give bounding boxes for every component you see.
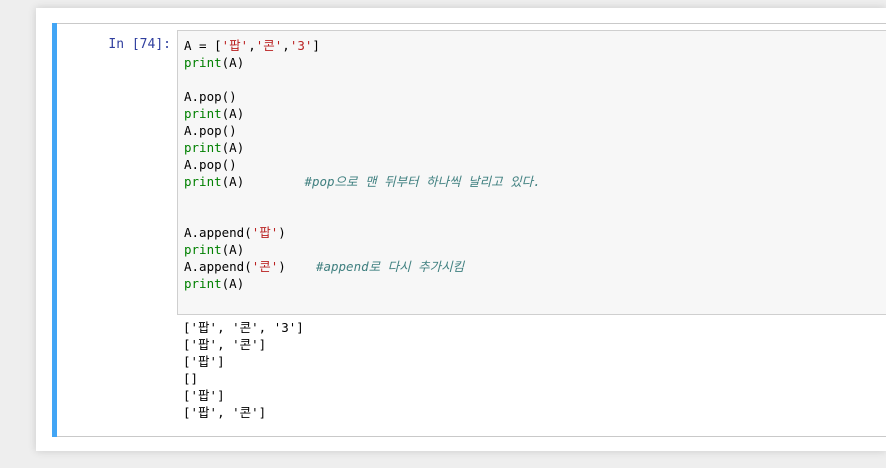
code-line: A = ['팝','콘','3'] [184,38,320,53]
code-line: print(A) [184,55,245,70]
code-line: print(A) [184,276,245,291]
code-line: A.pop() [184,123,237,138]
code-line: A.pop() [184,89,237,104]
selected-cell-indicator [52,23,57,437]
code-line: print(A) [184,106,245,121]
code-line-blank [184,207,541,224]
code-text[interactable]: A = ['팝','콘','3'] print(A) A.pop() print… [184,37,541,292]
output-line: ['팝'] [183,388,225,403]
code-line-blank [184,190,541,207]
code-comment: #append로 다시 추가시킴 [315,259,465,274]
code-comment: #pop으로 맨 뒤부터 하나씩 날리고 있다. [304,174,541,189]
output-line: [] [183,371,199,386]
code-editor[interactable]: A = ['팝','콘','3'] print(A) A.pop() print… [177,30,886,315]
code-line: print(A) [184,140,245,155]
code-cell[interactable]: In [74]: A = ['팝','콘','3'] print(A) A.po… [52,23,886,437]
notebook-container: In [74]: A = ['팝','콘','3'] print(A) A.po… [36,8,886,451]
input-prompt: In [74]: [108,37,171,52]
output-line: ['팝', '콘'] [183,337,267,352]
code-line: A.append('팝') [184,225,286,240]
output-line: ['팝'] [183,354,225,369]
output-line: ['팝', '콘'] [183,405,267,420]
code-line-blank [184,71,541,88]
output-line: ['팝', '콘', '3'] [183,320,304,335]
code-line: A.append('콘') #append로 다시 추가시킴 [184,259,465,274]
code-line: print(A) #pop으로 맨 뒤부터 하나씩 날리고 있다. [184,174,541,189]
code-line: print(A) [184,242,245,257]
cell-output: ['팝', '콘', '3'] ['팝', '콘'] ['팝'] [] ['팝'… [183,319,304,421]
code-line: A.pop() [184,157,237,172]
